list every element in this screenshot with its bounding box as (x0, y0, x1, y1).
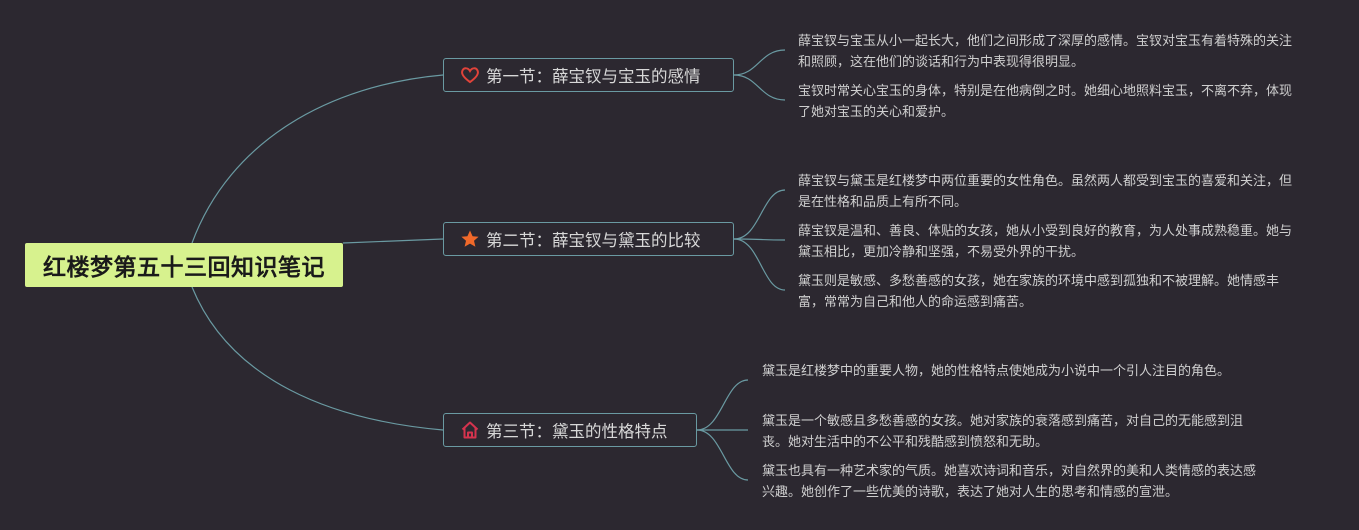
link-section-2-note-2 (733, 238, 786, 241)
heart-icon (460, 65, 480, 85)
section-2-title: 第二节：薛宝钗与黛玉的比较 (486, 231, 701, 250)
section-2-note-2[interactable]: 薛宝钗是温和、善良、体贴的女孩，她从小受到良好的教育，为人处事成熟稳重。她与黛玉… (798, 224, 1293, 260)
section-1-note-1[interactable]: 薛宝钗与宝玉从小一起长大，他们之间形成了深厚的感情。宝钗对宝玉有着特殊的关注和照… (798, 34, 1293, 70)
section-3-note-1[interactable]: 黛玉是红楼梦中的重要人物，她的性格特点使她成为小说中一个引人注目的角色。 (762, 364, 1231, 379)
link-section-2-note-3 (733, 238, 786, 291)
section-3-title: 第三节：黛玉的性格特点 (486, 422, 668, 441)
link-section-1-note-1 (733, 49, 786, 76)
link-section-2-note-1 (733, 189, 786, 240)
root-topic[interactable]: 红楼梦第五十三回知识笔记 (25, 243, 343, 287)
link-root-section-3 (191, 286, 444, 431)
section-3-note-3[interactable]: 黛玉也具有一种艺术家的气质。她喜欢诗词和音乐，对自然界的美和人类情感的表达感兴趣… (762, 464, 1257, 500)
section-2-topic[interactable]: 第二节：薛宝钗与黛玉的比较 (443, 222, 734, 256)
section-3-note-2[interactable]: 黛玉是一个敏感且多愁善感的女孩。她对家族的衰落感到痛苦，对自己的无能感到沮丧。她… (762, 414, 1244, 450)
star-icon (460, 229, 480, 249)
section-2-note-3[interactable]: 黛玉则是敏感、多愁善感的女孩，她在家族的环境中感到孤独和不被理解。她情感丰富，常… (798, 274, 1280, 310)
section-1-topic[interactable]: 第一节：薛宝钗与宝玉的感情 (443, 58, 734, 92)
link-root-section-1 (191, 74, 444, 244)
link-section-3-note-3 (696, 429, 749, 481)
link-section-1-note-2 (733, 74, 786, 101)
link-root-section-2 (342, 238, 444, 244)
link-section-3-note-1 (696, 379, 749, 431)
section-1-note-2[interactable]: 宝钗时常关心宝玉的身体，特别是在他病倒之时。她细心地照料宝玉，不离不弃，体现了她… (798, 84, 1293, 120)
section-2-note-1[interactable]: 薛宝钗与黛玉是红楼梦中两位重要的女性角色。虽然两人都受到宝玉的喜爱和关注，但是在… (798, 174, 1293, 210)
home-icon (460, 420, 480, 440)
section-3-topic[interactable]: 第三节：黛玉的性格特点 (443, 413, 697, 447)
section-1-title: 第一节：薛宝钗与宝玉的感情 (486, 67, 701, 86)
